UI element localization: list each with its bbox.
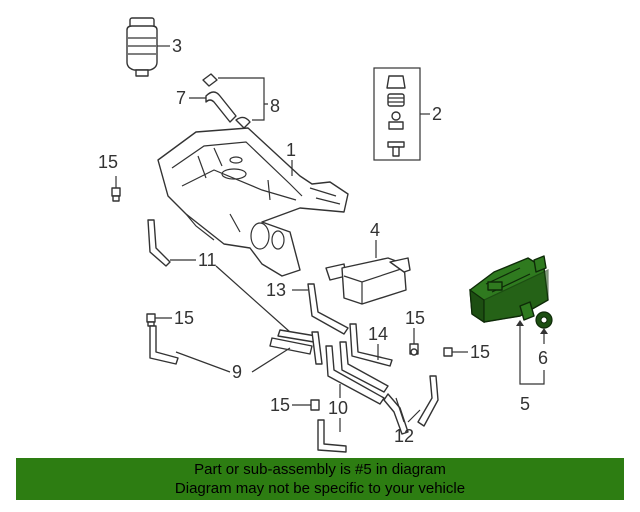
part-15-fitting-a[interactable] bbox=[111, 187, 121, 202]
callout-15c: 15 bbox=[405, 308, 425, 328]
leader-12 bbox=[395, 397, 421, 423]
callout-15e: 15 bbox=[270, 395, 290, 415]
part-11-hose[interactable] bbox=[147, 219, 171, 267]
callout-5: 5 bbox=[520, 394, 530, 414]
part-3-filter[interactable] bbox=[126, 17, 158, 77]
part-13-hose[interactable] bbox=[307, 283, 349, 335]
leader-5-arrow bbox=[516, 320, 524, 326]
part-6-grommet[interactable] bbox=[535, 311, 553, 329]
part-15-fitting-b[interactable] bbox=[146, 313, 156, 327]
callout-7: 7 bbox=[176, 88, 186, 108]
part-1-assembly[interactable] bbox=[157, 127, 349, 277]
part-7-hose[interactable] bbox=[202, 73, 251, 129]
part-10-hose[interactable] bbox=[317, 341, 389, 453]
leader-9 bbox=[175, 347, 291, 373]
callout-8: 8 bbox=[270, 96, 280, 116]
callout-15d: 15 bbox=[470, 342, 490, 362]
notice-line-2: Diagram may not be specific to your vehi… bbox=[174, 480, 466, 497]
callout-11: 11 bbox=[198, 250, 217, 270]
callout-15a: 15 bbox=[98, 152, 118, 172]
part-4-bracket[interactable] bbox=[325, 257, 411, 305]
part-14-hose[interactable] bbox=[349, 323, 393, 367]
part-9-hose[interactable] bbox=[149, 325, 323, 365]
callout-2: 2 bbox=[432, 104, 442, 124]
callout-14: 14 bbox=[368, 324, 388, 344]
callout-4: 4 bbox=[370, 220, 380, 240]
notice-banner: Part or sub-assembly is #5 in diagram Di… bbox=[16, 458, 624, 500]
part-15-fitting-e[interactable] bbox=[310, 399, 320, 411]
parts-diagram: 3 7 8 2 1 15 bbox=[98, 17, 553, 453]
part-5-canister[interactable] bbox=[469, 255, 549, 324]
callout-3: 3 bbox=[172, 36, 182, 56]
callout-12: 12 bbox=[394, 426, 414, 446]
callout-6: 6 bbox=[538, 348, 548, 368]
part-12-hose[interactable] bbox=[383, 375, 439, 435]
callout-1: 1 bbox=[286, 140, 296, 160]
callout-10: 10 bbox=[328, 398, 348, 418]
part-15-fitting-d[interactable] bbox=[443, 347, 453, 357]
part-2-mount-kit[interactable] bbox=[373, 67, 421, 161]
notice-line-1: Part or sub-assembly is #5 in diagram bbox=[194, 461, 446, 478]
leader-8 bbox=[218, 77, 268, 121]
leader-11 bbox=[170, 259, 291, 333]
leader-6-arrow bbox=[540, 328, 548, 334]
callout-15b: 15 bbox=[174, 308, 194, 328]
callout-13: 13 bbox=[266, 280, 286, 300]
callout-9: 9 bbox=[232, 362, 242, 382]
leader-5 bbox=[519, 322, 545, 385]
part-15-fitting-c[interactable] bbox=[409, 343, 419, 356]
